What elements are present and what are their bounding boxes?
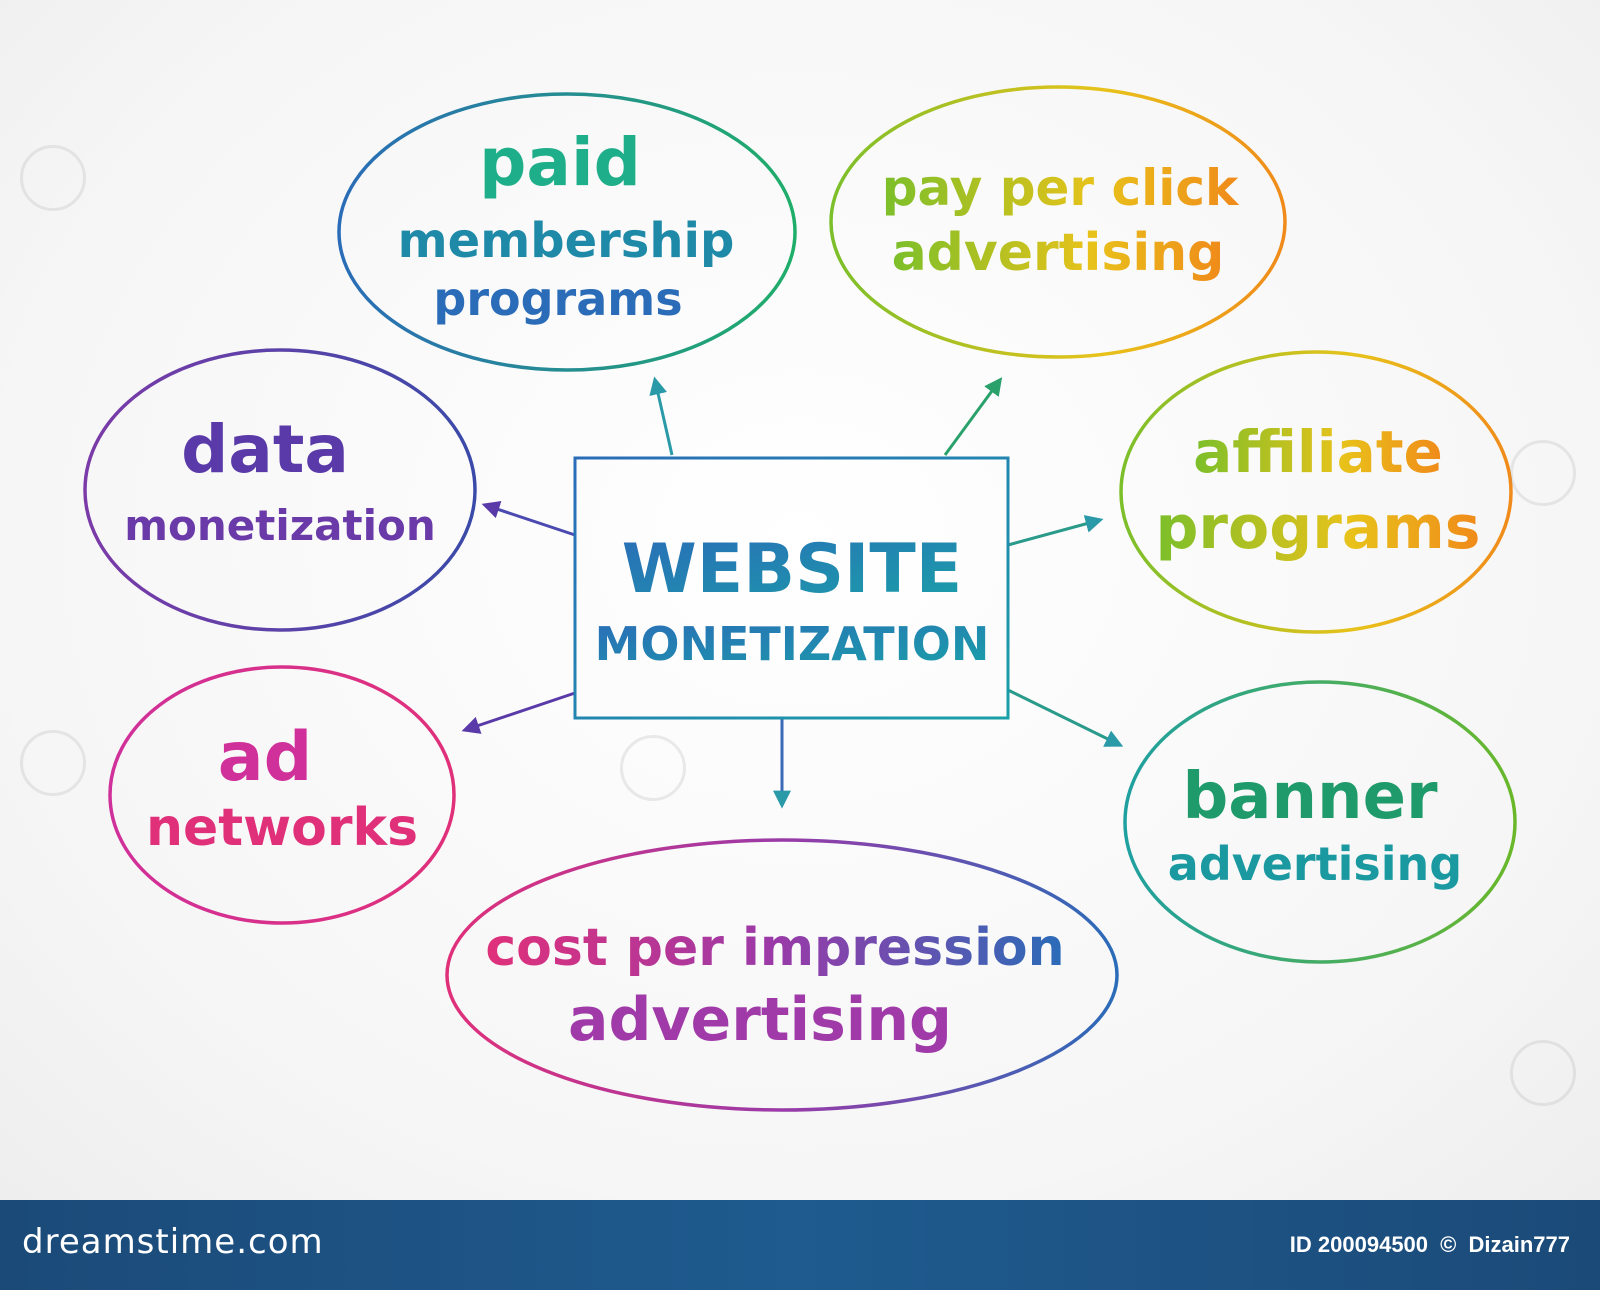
arrow-to-banner <box>1007 688 1124 747</box>
node-label-line: paid <box>479 124 641 201</box>
watermark-icon <box>620 735 686 801</box>
node-label-line: cost per impression <box>485 918 1064 978</box>
node-ellipse <box>829 85 1287 359</box>
arrow-to-data-monetization <box>481 501 576 537</box>
node-label-line: data <box>181 411 349 488</box>
node-banner: banner advertising <box>1123 680 1517 964</box>
watermark-icon <box>1510 440 1576 506</box>
arrow-to-affiliate <box>1007 515 1104 547</box>
center-title-line1: WEBSITE <box>622 530 962 609</box>
node-label-line: advertising <box>892 223 1225 283</box>
node-affiliate: affiliate programs <box>1119 350 1513 634</box>
node-pay-per-click: pay per click advertising <box>829 85 1287 359</box>
node-data-monetization: data monetization <box>83 348 477 632</box>
footer-brand[interactable]: dreamstime.com <box>22 1222 324 1262</box>
author-name[interactable]: Dizain777 <box>1468 1232 1571 1257</box>
node-ellipse <box>1119 350 1513 634</box>
node-label-line: banner <box>1182 760 1438 834</box>
node-label-line: affiliate <box>1193 418 1443 486</box>
image-id: ID 200094500 <box>1289 1232 1429 1257</box>
center-box <box>573 456 1010 720</box>
node-ellipse <box>83 348 477 632</box>
footer-bar: dreamstime.com ID 200094500 © Dizain777 <box>0 1200 1600 1290</box>
footer-credit: ID 200094500 © Dizain777 <box>1284 1232 1570 1258</box>
node-ellipse <box>445 838 1119 1112</box>
connectors <box>461 376 1124 809</box>
node-label-line: pay per click <box>882 159 1240 217</box>
node-ad-networks: ad networks <box>108 665 456 925</box>
node-label-line: programs <box>433 272 682 326</box>
node-paid-membership: paid membership programs <box>337 92 797 372</box>
node-label-line: ad <box>218 718 313 797</box>
center-title-line2: MONETIZATION <box>595 617 990 671</box>
arrow-to-paid-membership <box>649 376 674 456</box>
arrow-to-ad-networks <box>461 691 576 734</box>
node-label-line: membership <box>398 213 735 269</box>
node-label-line: programs <box>1155 493 1480 563</box>
watermark-icon <box>20 730 86 796</box>
watermark-icon <box>1510 1040 1576 1106</box>
node-ellipse <box>337 92 797 372</box>
node-cost-per-impression: cost per impression advertising <box>445 838 1119 1112</box>
node-label-line: advertising <box>568 985 952 1055</box>
node-ellipse <box>1123 680 1517 964</box>
diagram-canvas: WEBSITE MONETIZATION paid membership pro… <box>0 0 1600 1200</box>
node-label-line: networks <box>146 798 418 858</box>
copyright-symbol: © <box>1440 1232 1457 1257</box>
arrow-to-pay-per-click <box>943 377 1003 456</box>
watermark-icon <box>20 145 86 211</box>
mind-map: WEBSITE MONETIZATION paid membership pro… <box>83 85 1517 1112</box>
node-ellipse <box>108 665 456 925</box>
center-node: WEBSITE MONETIZATION <box>573 456 1010 720</box>
node-label-line: monetization <box>124 501 436 550</box>
node-label-line: advertising <box>1168 837 1462 891</box>
